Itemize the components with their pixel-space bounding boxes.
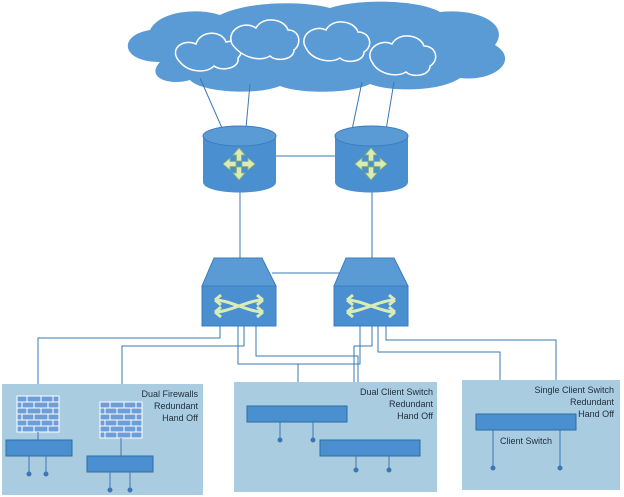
switch-left[interactable] — [201, 257, 277, 327]
panel-dual-client-switch — [234, 382, 437, 492]
group-title: Dual Firewalls — [141, 389, 198, 399]
firewall-right[interactable] — [99, 401, 143, 439]
ports — [28, 456, 131, 488]
group-title: Dual Client Switch — [360, 387, 433, 397]
group-title: Single Client Switch — [534, 385, 614, 395]
firewall-icon — [99, 401, 143, 439]
group-subtitle: Hand Off — [578, 409, 614, 419]
router-left[interactable] — [202, 125, 277, 193]
group-subtitle: Redundant — [570, 397, 615, 407]
group-subtitle: Hand Off — [162, 413, 198, 423]
hand-off-switch[interactable] — [5, 439, 73, 457]
ports — [279, 422, 390, 468]
port-icon — [26, 471, 133, 493]
firewall-left[interactable] — [16, 395, 60, 433]
group-subtitle: Redundant — [154, 401, 199, 411]
client-switch-1[interactable] — [246, 405, 348, 423]
switch-right[interactable] — [333, 257, 409, 327]
group-subtitle: Hand Off — [397, 411, 433, 421]
hand-off-switch[interactable] — [86, 455, 154, 473]
ports — [492, 430, 561, 466]
client-switch[interactable] — [475, 413, 577, 431]
client-switch-2[interactable] — [319, 439, 421, 457]
client-switch-label: Client Switch — [500, 436, 552, 446]
cloud-icon — [127, 1, 506, 92]
port-icon — [277, 437, 392, 473]
firewall-icon — [16, 395, 60, 433]
port-icon — [490, 465, 563, 471]
router-right[interactable] — [334, 125, 409, 193]
panel-single-client-switch — [462, 380, 620, 490]
group-subtitle: Redundant — [389, 399, 434, 409]
